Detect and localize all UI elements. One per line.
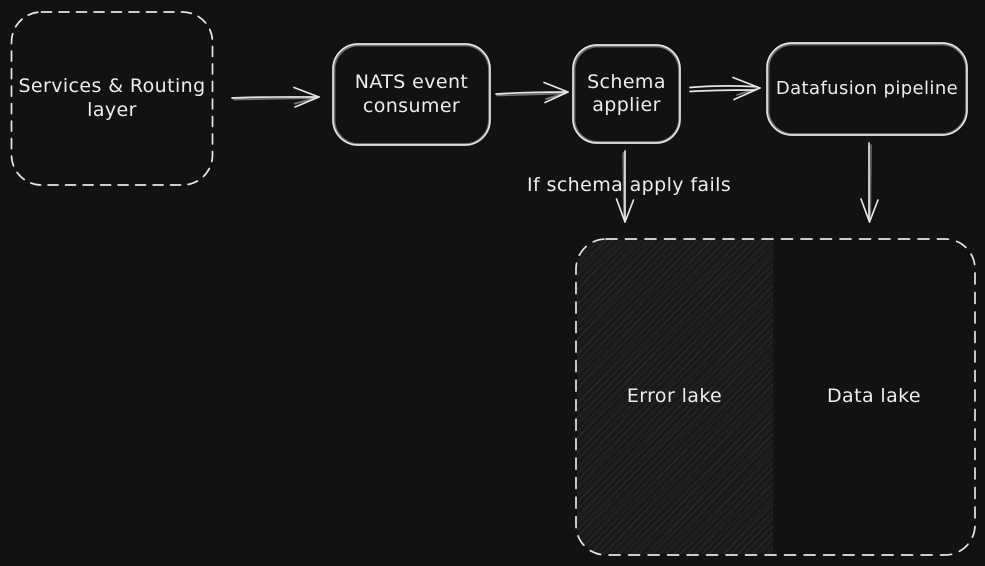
arrow-datafusion-to-data-lake[interactable] (860, 142, 879, 223)
services-routing-label: Services & Routing layer (11, 12, 213, 185)
arrow-nats-to-schema[interactable] (495, 81, 569, 104)
nats-consumer-label-line2: consumer (362, 94, 461, 117)
services-routing-label-line1: Services & Routing (18, 75, 206, 98)
nats-consumer-label-line1: NATS event (354, 71, 469, 94)
nats-consumer-label: NATS event consumer (333, 44, 490, 145)
data-lake-label: Data lake (827, 385, 921, 408)
datafusion-pipeline-label: Datafusion pipeline (775, 78, 959, 100)
schema-applier-label-line1: Schema (587, 70, 666, 93)
arrow-services-to-nats[interactable] (231, 86, 320, 108)
error-lake-label: Error lake (626, 385, 723, 408)
schema-fail-annotation: If schema apply fails (527, 174, 732, 196)
services-routing-label-line2: layer (87, 98, 137, 121)
schema-applier-label-line2: applier (592, 94, 661, 116)
schema-applier-label: Schema applier (573, 45, 680, 143)
arrow-schema-to-datafusion[interactable] (689, 76, 761, 101)
